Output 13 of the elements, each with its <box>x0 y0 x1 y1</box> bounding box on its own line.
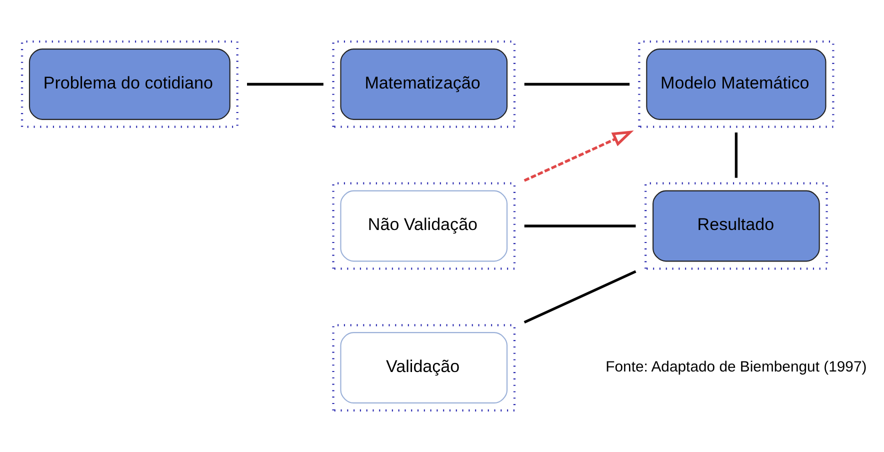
connector <box>524 270 636 324</box>
node-box: Não Validação <box>332 182 516 270</box>
node-box: Resultado <box>644 182 828 270</box>
node-box: Matematização <box>332 40 516 128</box>
connector <box>524 224 636 228</box>
connector <box>247 82 324 86</box>
node-box: Validação <box>332 324 516 412</box>
connector <box>524 82 630 86</box>
label: Fonte: Adaptado de Biembengut (1997) <box>606 358 867 376</box>
node-box: Modelo Matemático <box>638 40 834 128</box>
arrow <box>524 130 634 182</box>
connector <box>734 132 738 178</box>
node-box: Problema do cotidiano <box>20 40 238 128</box>
